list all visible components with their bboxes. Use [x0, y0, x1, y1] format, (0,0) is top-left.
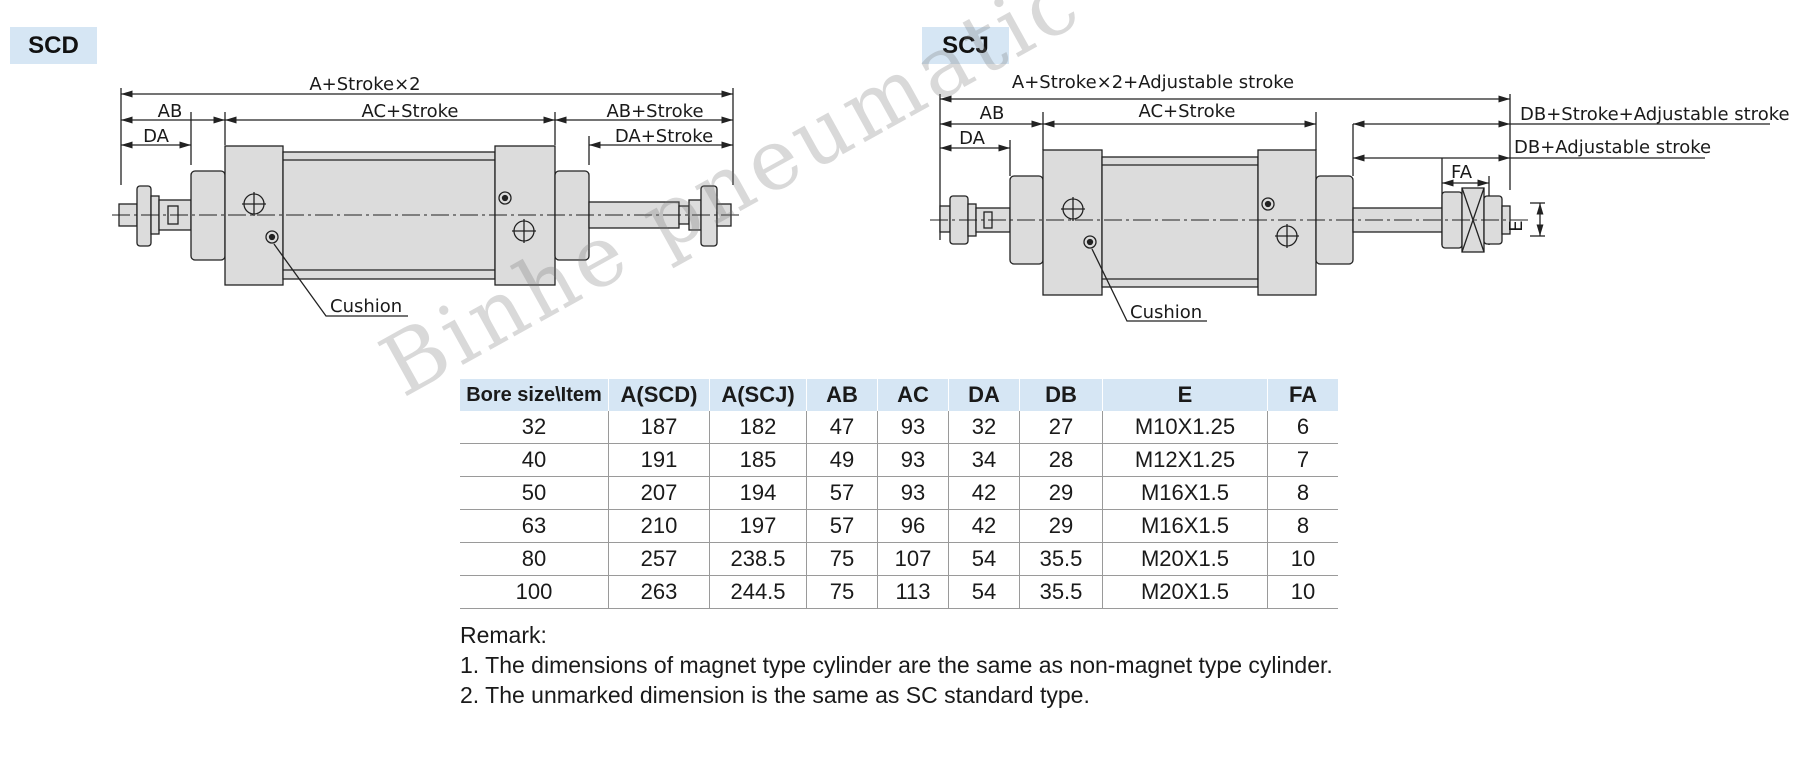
- col-header: AC: [877, 379, 949, 411]
- scj-dim-db-adj: DB+Adjustable stroke: [1514, 137, 1711, 158]
- table-cell: M10X1.25: [1102, 411, 1268, 444]
- table-cell: 10: [1267, 542, 1338, 576]
- table-cell: 80: [460, 542, 609, 576]
- scd-drawing: [112, 88, 742, 317]
- table-cell: 27: [1019, 411, 1103, 444]
- dimension-table: Bore size\Item A(SCD) A(SCJ) AB AC DA DB…: [460, 379, 1338, 609]
- col-header: DA: [948, 379, 1020, 411]
- table-cell: 10: [1267, 575, 1338, 609]
- table-cell: 35.5: [1019, 575, 1103, 609]
- table-cell: 35.5: [1019, 542, 1103, 576]
- remark-title: Remark:: [460, 622, 547, 648]
- table-cell: 263: [608, 575, 710, 609]
- table-cell: 50: [460, 476, 609, 510]
- table-cell: 210: [608, 509, 710, 543]
- table-cell: 42: [948, 476, 1020, 510]
- table-cell: 257: [608, 542, 710, 576]
- table-cell: 6: [1267, 411, 1338, 444]
- remarks: Remark: 1. The dimensions of magnet type…: [460, 620, 1333, 710]
- table-cell: 75: [806, 542, 878, 576]
- table-cell: 100: [460, 575, 609, 609]
- scd-dim-total: A+Stroke×2: [309, 74, 420, 95]
- scj-dim-fa: FA: [1451, 162, 1473, 183]
- table-cell: 194: [709, 476, 807, 510]
- scd-dim-ac: AC+Stroke: [361, 101, 458, 122]
- table-cell: 8: [1267, 509, 1338, 543]
- scj-dim-total: A+Stroke×2+Adjustable stroke: [1012, 72, 1294, 93]
- table-cell: 75: [806, 575, 878, 609]
- scj-cushion-label: Cushion: [1130, 302, 1202, 323]
- table-cell: 63: [460, 509, 609, 543]
- table-cell: 54: [948, 575, 1020, 609]
- col-header: Bore size\Item: [460, 379, 609, 411]
- table-cell: 113: [877, 575, 949, 609]
- table-cell: 54: [948, 542, 1020, 576]
- scj-dim-da: DA: [959, 128, 986, 149]
- table-cell: 207: [608, 476, 710, 510]
- table-cell: 107: [877, 542, 949, 576]
- table-cell: 191: [608, 443, 710, 477]
- table-cell: 8: [1267, 476, 1338, 510]
- table-cell: 57: [806, 509, 878, 543]
- scj-dim-e: E: [1506, 220, 1527, 231]
- table-cell: M20X1.5: [1102, 542, 1268, 576]
- table-cell: 182: [709, 411, 807, 444]
- table-cell: M16X1.5: [1102, 509, 1268, 543]
- remark-line-1: 1. The dimensions of magnet type cylinde…: [460, 652, 1333, 678]
- table-cell: 93: [877, 443, 949, 477]
- table-cell: 49: [806, 443, 878, 477]
- table-cell: 47: [806, 411, 878, 444]
- col-header: A(SCJ): [709, 379, 807, 411]
- table-cell: M20X1.5: [1102, 575, 1268, 609]
- remark-line-2: 2. The unmarked dimension is the same as…: [460, 682, 1090, 708]
- scd-cushion-label: Cushion: [330, 296, 402, 317]
- scd-dim-da-stroke: DA+Stroke: [615, 126, 713, 147]
- table-cell: 57: [806, 476, 878, 510]
- scd-dim-ab: AB: [158, 101, 183, 122]
- table-cell: 244.5: [709, 575, 807, 609]
- scj-tag: SCJ: [922, 27, 1009, 64]
- table-cell: 32: [460, 411, 609, 444]
- table-cell: M16X1.5: [1102, 476, 1268, 510]
- scj-dim-db-stroke-adj: DB+Stroke+Adjustable stroke: [1520, 104, 1790, 125]
- scd-dim-da: DA: [143, 126, 170, 147]
- col-header: E: [1102, 379, 1268, 411]
- table-cell: 185: [709, 443, 807, 477]
- table-cell: 93: [877, 476, 949, 510]
- table-header-row: Bore size\Item A(SCD) A(SCJ) AB AC DA DB…: [460, 379, 1338, 411]
- scd-dim-ab-stroke: AB+Stroke: [606, 101, 703, 122]
- scj-dim-ab: AB: [980, 103, 1005, 124]
- table-cell: 29: [1019, 509, 1103, 543]
- table-cell: 42: [948, 509, 1020, 543]
- table-cell: 32: [948, 411, 1020, 444]
- table-cell: 40: [460, 443, 609, 477]
- table-cell: 197: [709, 509, 807, 543]
- scj-dim-ac: AC+Stroke: [1138, 101, 1235, 122]
- col-header: FA: [1267, 379, 1338, 411]
- table-cell: 96: [877, 509, 949, 543]
- table-cell: 187: [608, 411, 710, 444]
- col-header: DB: [1019, 379, 1103, 411]
- table-cell: 7: [1267, 443, 1338, 477]
- col-header: A(SCD): [608, 379, 710, 411]
- table-cell: 34: [948, 443, 1020, 477]
- col-header: AB: [806, 379, 878, 411]
- table-cell: M12X1.25: [1102, 443, 1268, 477]
- table-cell: 238.5: [709, 542, 807, 576]
- scd-tag: SCD: [10, 27, 97, 64]
- table-cell: 93: [877, 411, 949, 444]
- table-cell: 28: [1019, 443, 1103, 477]
- table-cell: 29: [1019, 476, 1103, 510]
- scj-drawing: [930, 94, 1770, 322]
